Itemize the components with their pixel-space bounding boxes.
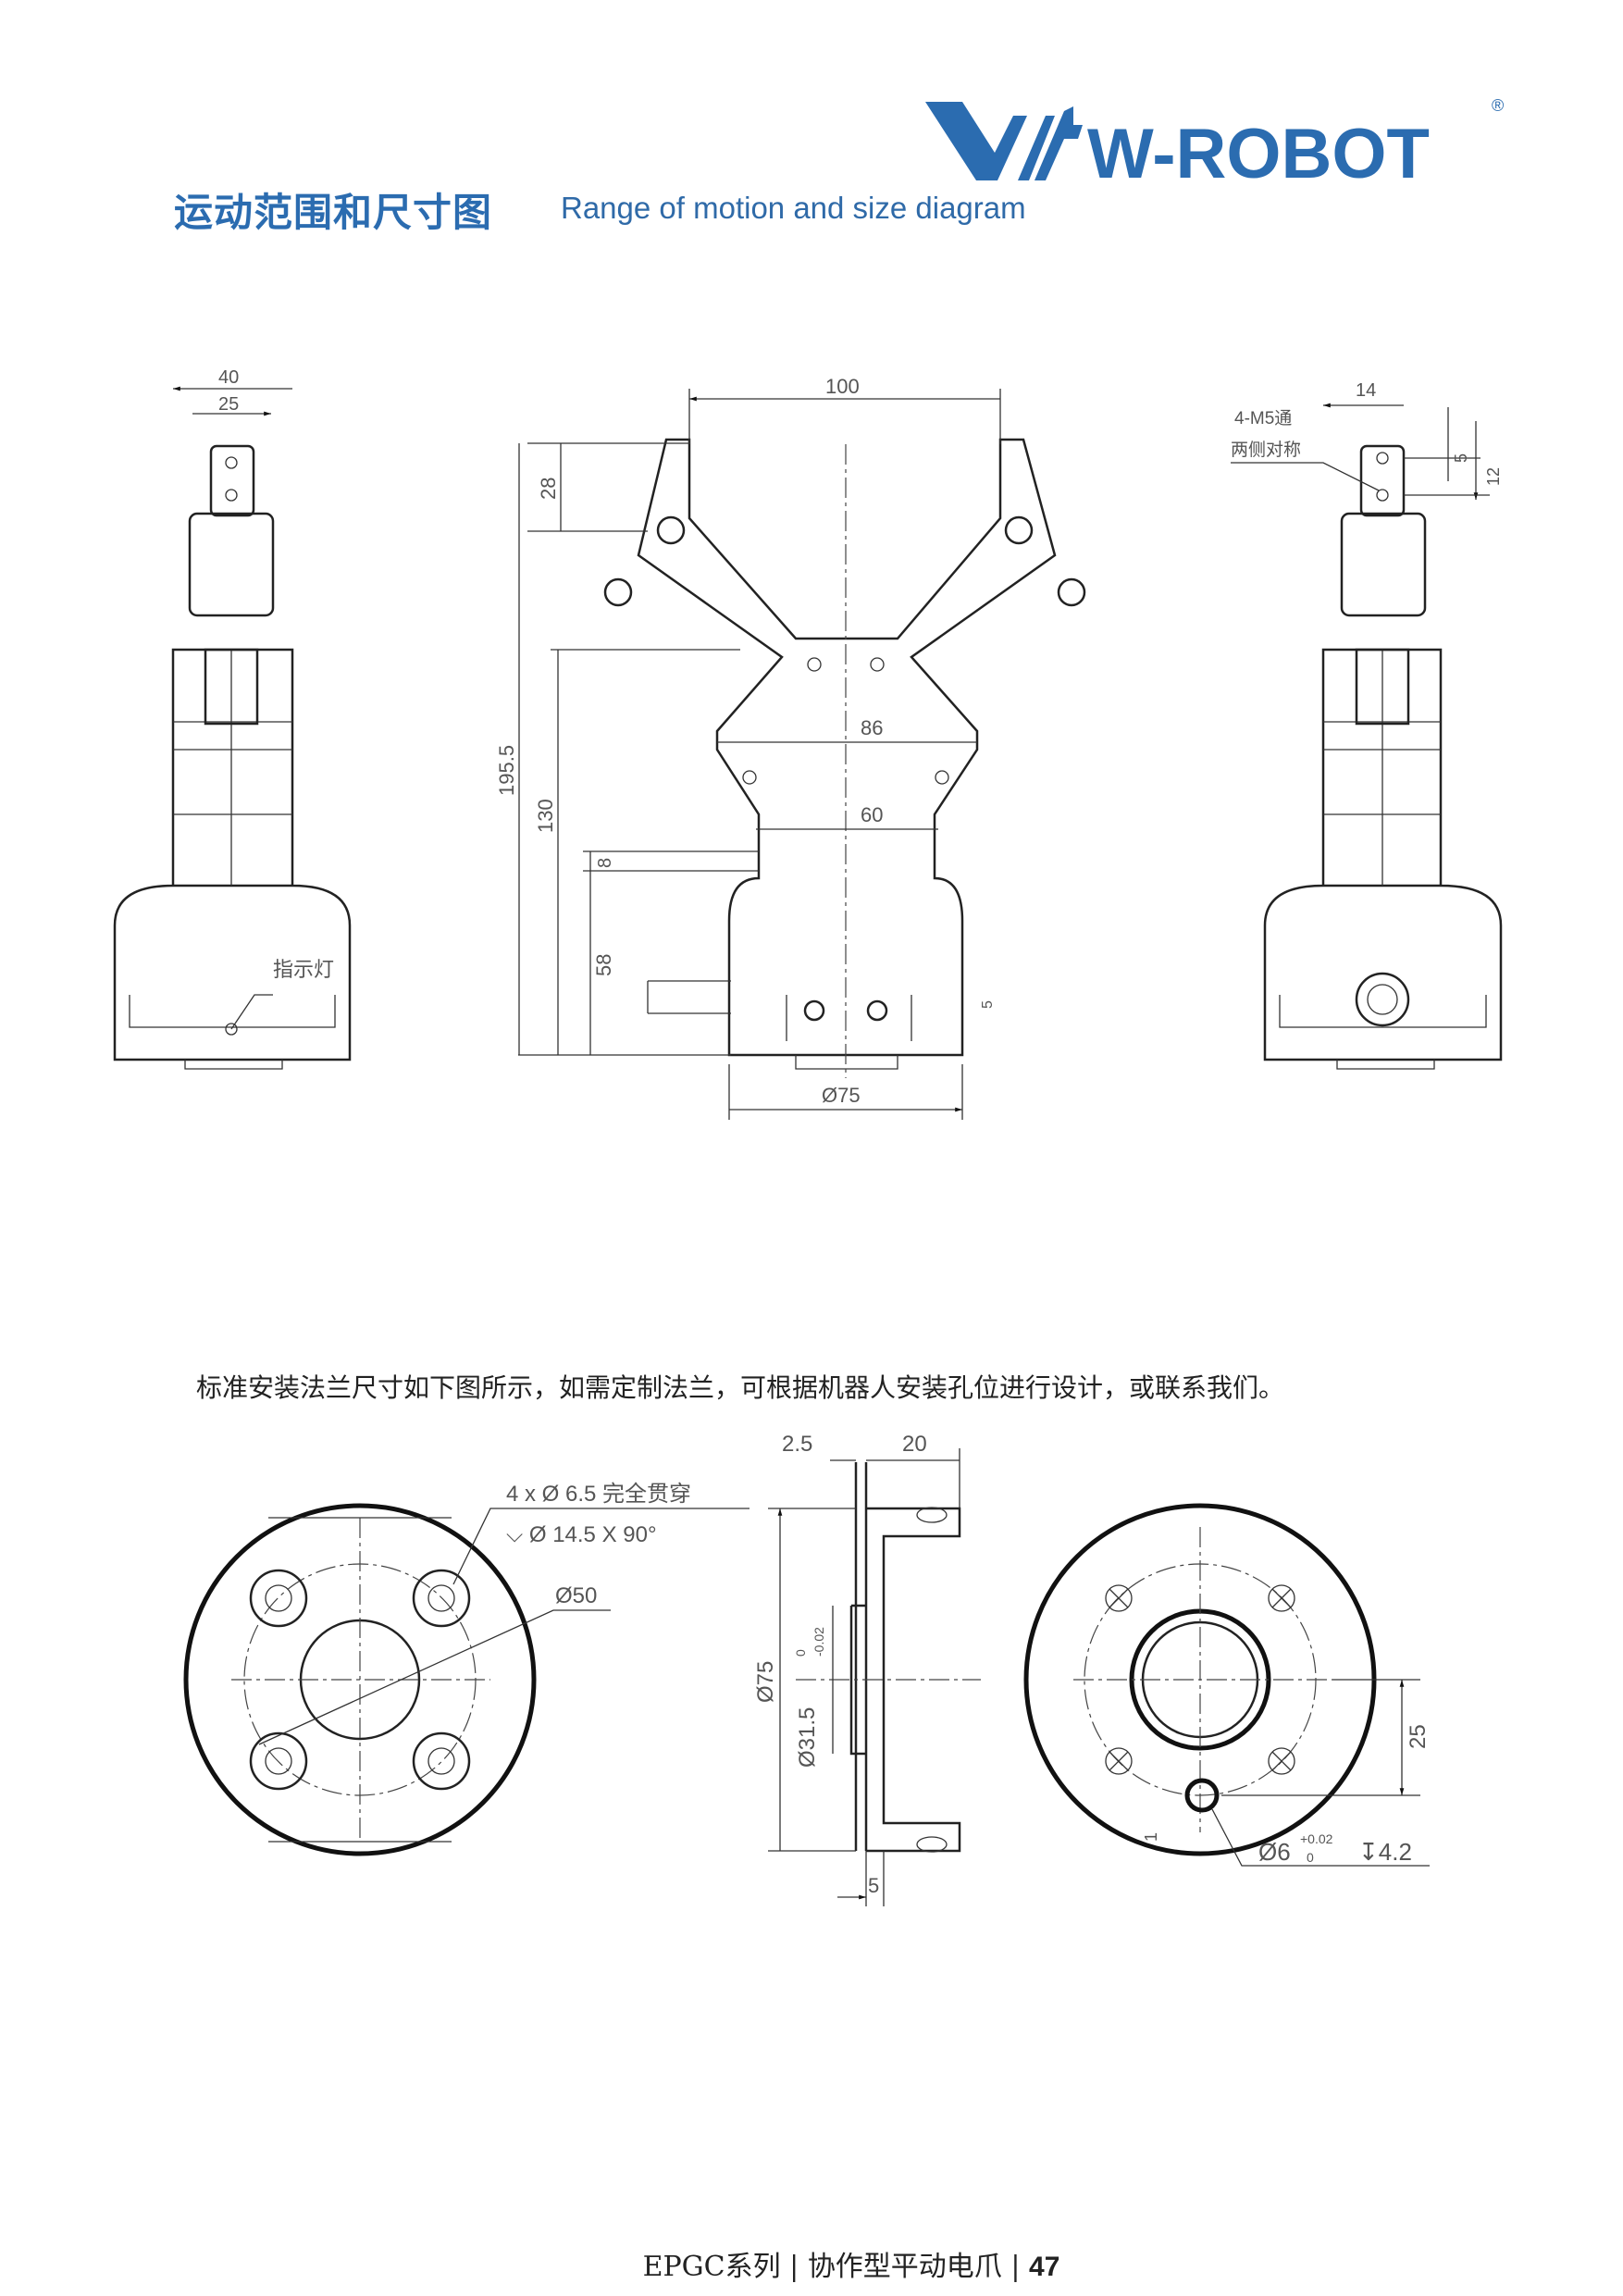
- dim-100: 100: [825, 375, 860, 398]
- flange-back-view: 25 1 Ø6 +0.02 0 ↧4.2: [1023, 1503, 1431, 1867]
- pcd-50: Ø50: [555, 1583, 597, 1608]
- pin-tol-lower: 0: [1307, 1850, 1314, 1865]
- dim-25-back: 25: [1406, 1724, 1431, 1749]
- footer-separator: |: [789, 2251, 799, 2283]
- flange-front-view: 4 x Ø 6.5 完全贯穿 ⌵ Ø 14.5 X 90° Ø50: [183, 1482, 750, 1856]
- m5-note: 4-M5通: [1234, 408, 1292, 428]
- footer-separator: |: [1010, 2251, 1021, 2283]
- page-number: 47: [1029, 2252, 1060, 2282]
- pin-hole-note: Ø6: [1258, 1838, 1291, 1866]
- dim-86: 86: [861, 716, 883, 739]
- footer-product: 协作型平动电爪: [807, 2251, 1002, 2283]
- right-side-view: 14 5 12 4-M5通 两侧对称: [1231, 380, 1503, 1070]
- registered-mark: ®: [1492, 96, 1504, 115]
- dim-5: 5: [980, 1000, 996, 1009]
- footer-series: EPGC系列: [642, 2251, 781, 2283]
- page-title-en: Range of motion and size diagram: [561, 191, 1026, 225]
- left-side-view: 40 25 指示灯: [113, 367, 352, 1070]
- countersink-note: ⌵ Ø 14.5 X 90°: [506, 1522, 657, 1547]
- symmetric-note: 两侧对称: [1231, 440, 1301, 460]
- back-holes: [1105, 1584, 1295, 1775]
- page-title-cn: 运动范围和尺寸图: [174, 190, 493, 235]
- tol-upper: 0: [793, 1649, 808, 1657]
- pin-tol-upper: +0.02: [1300, 1831, 1333, 1846]
- dim-diameter-31-5: Ø31.5: [795, 1707, 820, 1768]
- logo-text: W-ROBOT: [1087, 115, 1430, 185]
- tol-lower: -0.02: [812, 1627, 826, 1657]
- dim-2-5: 2.5: [782, 1432, 812, 1457]
- dim-8: 8: [595, 858, 615, 868]
- w-robot-logo: W-ROBOT ®: [925, 96, 1504, 185]
- dim-diameter-75: Ø75: [822, 1084, 861, 1107]
- dim-58: 58: [592, 954, 615, 976]
- dim-5-right: 5: [1452, 453, 1470, 463]
- dim-25: 25: [218, 394, 239, 415]
- flange-description: 标准安装法兰尺寸如下图所示，如需定制法兰，可根据机器人安装孔位进行设计，或联系我…: [196, 1372, 1285, 1403]
- mounting-holes: [249, 1569, 471, 1791]
- front-view: 100 28 195.5 130 8 58 86 60 Ø75 5: [495, 375, 1086, 1120]
- flange-side-view: 2.5 20 Ø75 Ø31.5 0 -0.02 5: [753, 1432, 981, 1906]
- dim-40: 40: [218, 367, 239, 388]
- dim-1: 1: [1142, 1832, 1160, 1842]
- dim-diameter-75-flange: Ø75: [753, 1661, 778, 1703]
- dim-12: 12: [1484, 467, 1503, 486]
- dim-14: 14: [1356, 380, 1376, 401]
- dim-195-5: 195.5: [495, 745, 518, 796]
- dim-5-flange: 5: [868, 1874, 879, 1897]
- dim-60: 60: [861, 803, 883, 826]
- page-footer: EPGC系列 | 协作型平动电爪 | 47: [0, 2243, 1623, 2284]
- dim-20: 20: [902, 1432, 927, 1457]
- dim-28: 28: [537, 478, 560, 500]
- indicator-light-label: 指示灯: [273, 958, 334, 981]
- dim-130: 130: [534, 799, 557, 833]
- pin-depth: ↧4.2: [1358, 1838, 1412, 1866]
- hole-note: 4 x Ø 6.5 完全贯穿: [506, 1482, 691, 1507]
